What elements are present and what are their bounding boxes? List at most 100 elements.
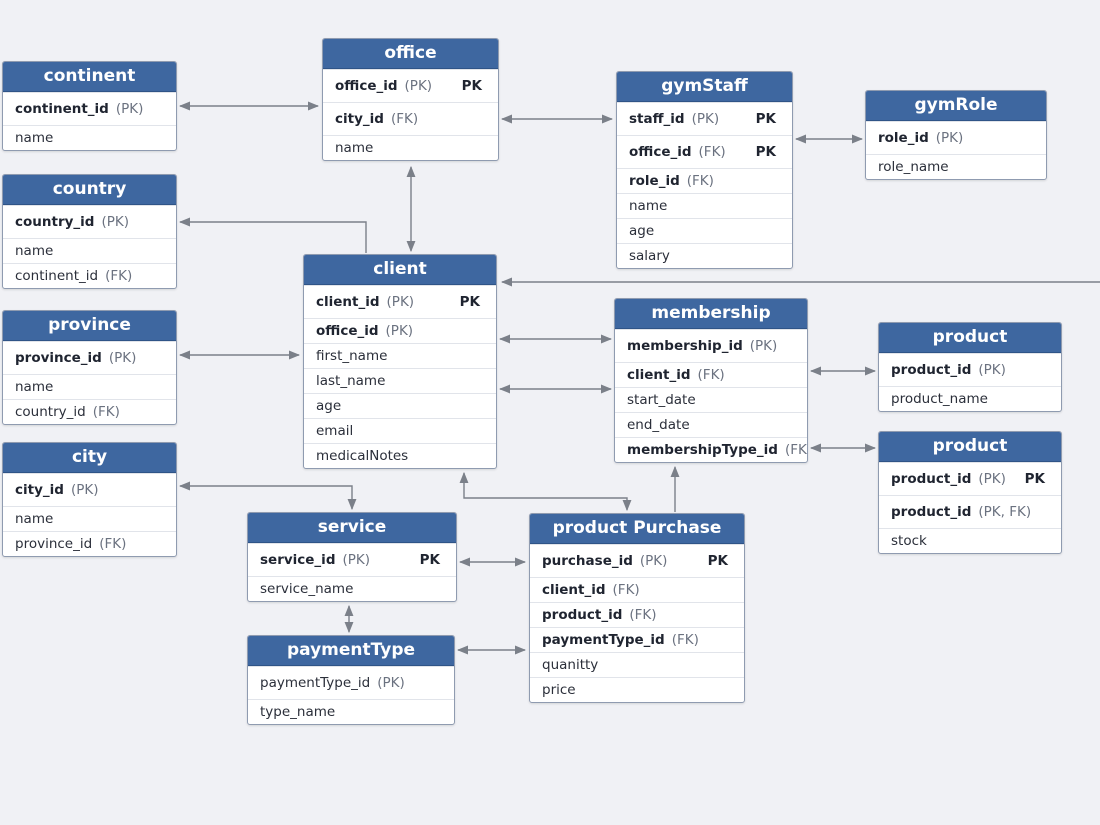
field-key-tag: (FK) [612,582,640,598]
field-row[interactable]: name [3,506,176,531]
field-name: start_date [627,392,696,408]
field-row[interactable]: product_id(PK) [879,353,1061,386]
field-row[interactable]: name [323,135,498,160]
field-key-tag: (PK) [115,101,144,117]
field-name: paymentType_id [542,632,665,648]
field-name: first_name [316,348,388,364]
entity-gymrole[interactable]: gymRole role_id(PK) role_name [865,90,1047,180]
entity-title: province [3,311,176,341]
entity-title: gymStaff [617,72,792,102]
field-row[interactable]: product_id(PK, FK) [879,495,1061,528]
field-row[interactable]: paymentType_id (PK) [248,666,454,699]
entity-product-stock[interactable]: product product_id(PK)PK product_id(PK, … [878,431,1062,554]
field-row[interactable]: service_id(PK)PK [248,543,456,576]
field-row[interactable]: email [304,418,496,443]
field-row[interactable]: price [530,677,744,702]
field-key-tag: (PK) [691,111,720,127]
field-row[interactable]: salary [617,243,792,268]
entity-product[interactable]: product product_id(PK) product_name [878,322,1062,412]
field-name: name [15,511,54,527]
field-key-tag: (PK) [342,552,371,568]
field-name: client_id [627,367,691,383]
field-row[interactable]: purchase_id(PK)PK [530,544,744,577]
field-name: role_id [629,173,680,189]
field-name: continent_id [15,101,109,117]
entity-continent[interactable]: continent continent_id (PK) name [2,61,177,151]
field-key-tag: (FK) [784,442,807,458]
entity-title: gymRole [866,91,1046,121]
field-key-tag: (FK) [698,144,726,160]
field-row[interactable]: age [304,393,496,418]
entity-client[interactable]: client client_id(PK)PK office_id(PK) fir… [303,254,497,469]
entity-city[interactable]: city city_id(PK) name province_id(FK) [2,442,177,557]
field-name: province_id [15,350,102,366]
field-row[interactable]: office_id(FK)PK [617,135,792,168]
field-key-tag: (FK) [686,173,714,189]
entity-membership[interactable]: membership membership_id(PK) client_id(F… [614,298,808,463]
field-key-tag: (FK) [92,404,120,420]
field-row[interactable]: office_id(PK)PK [323,69,498,102]
field-row[interactable]: product_name [879,386,1061,411]
field-row[interactable]: end_date [615,412,807,437]
pk-badge: PK [755,111,776,127]
entity-gymstaff[interactable]: gymStaff staff_id(PK)PK office_id(FK)PK … [616,71,793,269]
edge-client-purchase [459,471,632,512]
field-name: continent_id [15,268,99,284]
field-row[interactable]: country_id(PK) [3,205,176,238]
field-row[interactable]: medicalNotes [304,443,496,468]
pk-badge: PK [755,144,776,160]
field-row[interactable]: name [3,125,176,150]
field-row[interactable]: start_date [615,387,807,412]
entity-title: continent [3,62,176,92]
entity-product-purchase[interactable]: product Purchase purchase_id(PK)PK clien… [529,513,745,703]
field-row[interactable]: client_id(FK) [615,362,807,387]
field-row[interactable]: quanitty [530,652,744,677]
field-row[interactable]: name [617,193,792,218]
field-row[interactable]: age [617,218,792,243]
field-row[interactable]: membershipType_id(FK) [615,437,807,462]
field-row[interactable]: membership_id(PK) [615,329,807,362]
field-row[interactable]: name [3,374,176,399]
field-row[interactable]: product_id(FK) [530,602,744,627]
field-name: type_name [260,704,336,720]
field-row[interactable]: type_name [248,699,454,724]
field-row[interactable]: city_id(FK) [323,102,498,135]
field-row[interactable]: province_id(PK) [3,341,176,374]
entity-province[interactable]: province province_id(PK) name country_id… [2,310,177,425]
field-row[interactable]: city_id(PK) [3,473,176,506]
field-row[interactable]: role_id(PK) [866,121,1046,154]
field-name: membership_id [627,338,743,354]
field-row[interactable]: office_id(PK) [304,318,496,343]
entity-title: client [304,255,496,285]
pk-badge: PK [707,553,728,569]
field-row[interactable]: paymentType_id(FK) [530,627,744,652]
field-row[interactable]: first_name [304,343,496,368]
field-row[interactable]: product_id(PK)PK [879,462,1061,495]
field-key-tag: (PK) [377,675,405,691]
field-name: name [629,198,668,214]
field-key-tag: (PK) [935,130,964,146]
field-name: paymentType_id [260,675,371,691]
field-row[interactable]: country_id(FK) [3,399,176,424]
field-row[interactable]: continent_id(FK) [3,263,176,288]
field-row[interactable]: stock [879,528,1061,553]
field-row[interactable]: continent_id (PK) [3,92,176,125]
entity-paymenttype[interactable]: paymentType paymentType_id(PK) type_name [247,635,455,725]
entity-service[interactable]: service service_id(PK)PK service_name [247,512,457,602]
field-row[interactable]: client_id(PK)PK [304,285,496,318]
field-name: service_id [260,552,336,568]
field-key-tag: (PK) [386,294,415,310]
field-row[interactable]: role_id (FK) [617,168,792,193]
field-row[interactable]: province_id(FK) [3,531,176,556]
field-key-tag: (PK, FK) [978,504,1032,520]
field-row[interactable]: role_name [866,154,1046,179]
field-row[interactable]: last_name [304,368,496,393]
entity-country[interactable]: country country_id(PK) name continent_id… [2,174,177,289]
field-name: name [15,379,54,395]
field-row[interactable]: service_name [248,576,456,601]
field-row[interactable]: client_id(FK) [530,577,744,602]
field-row[interactable]: name [3,238,176,263]
field-row[interactable]: staff_id(PK)PK [617,102,792,135]
entity-office[interactable]: office office_id(PK)PK city_id(FK) name [322,38,499,161]
